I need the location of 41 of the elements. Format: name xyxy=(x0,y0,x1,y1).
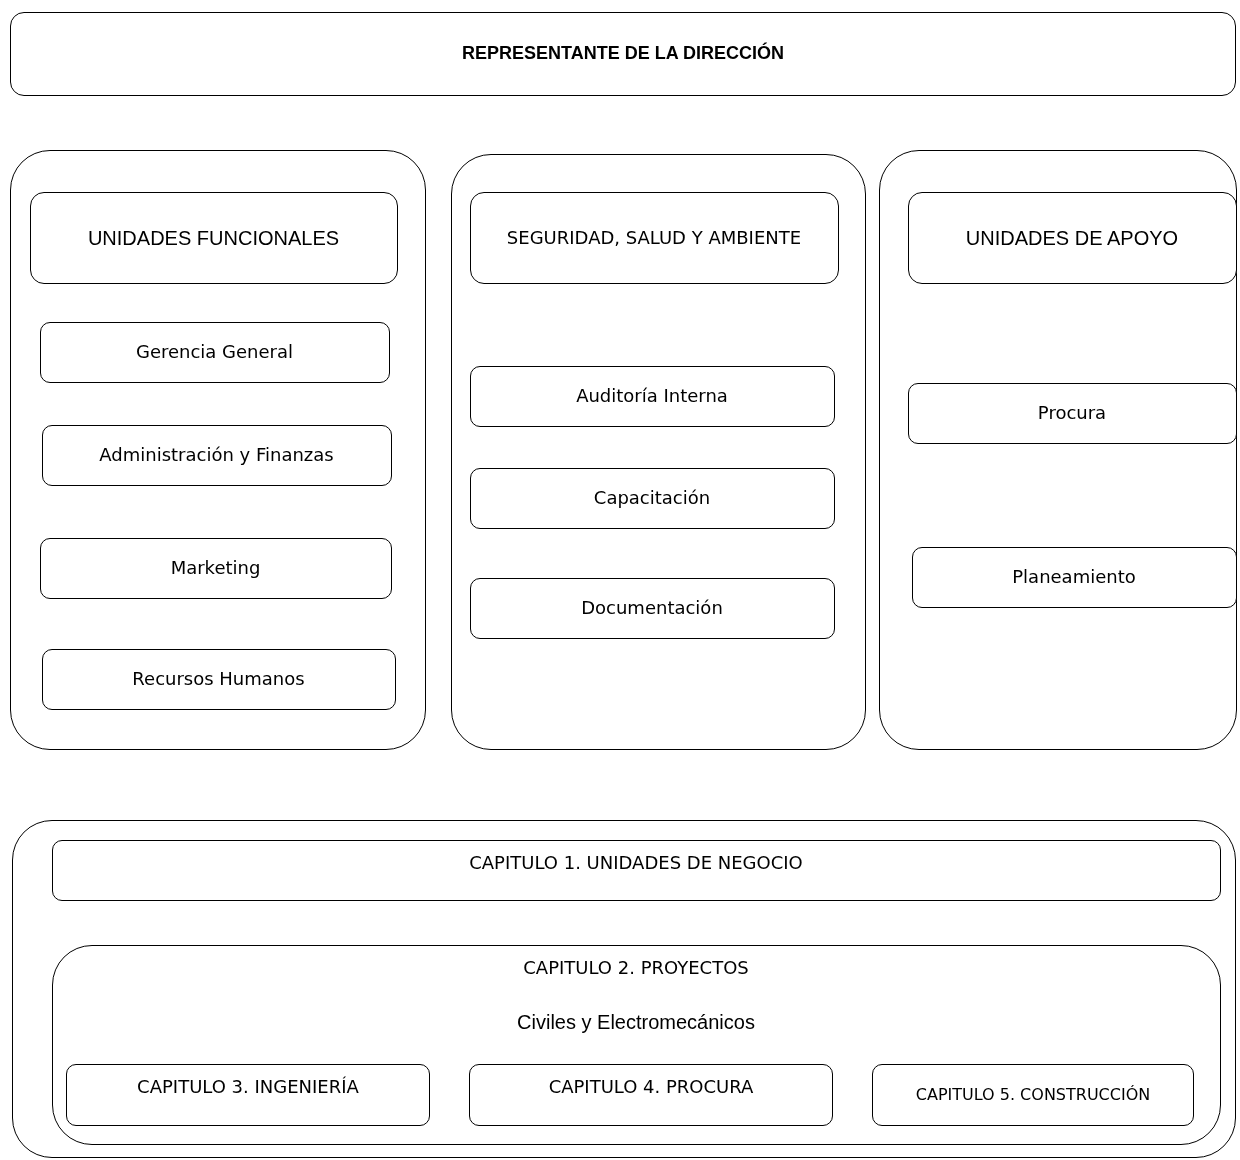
box-label: CAPITULO 3. INGENIERÍA xyxy=(137,1075,359,1099)
unit-box xyxy=(66,1064,430,1126)
group-panel xyxy=(879,150,1237,750)
box-label: CAPITULO 5. CONSTRUCCIÓN xyxy=(915,1084,1151,1106)
box-label: Auditoría Interna xyxy=(576,384,728,408)
group-panel xyxy=(10,150,426,750)
unit-box xyxy=(907,191,1237,284)
box-label: Planeamiento xyxy=(1012,565,1136,589)
box-label: Marketing xyxy=(170,556,261,580)
box-label: Documentación xyxy=(581,596,723,620)
unit-box xyxy=(469,191,839,284)
unit-box xyxy=(10,12,1236,96)
group-panel xyxy=(12,820,1236,1158)
unit-box xyxy=(51,839,1221,901)
box-label: SEGURIDAD, SALUD Y AMBIENTE xyxy=(506,225,802,250)
unit-box xyxy=(872,1064,1194,1126)
unit-box xyxy=(469,577,835,639)
group-box xyxy=(51,944,1221,1145)
unit-box xyxy=(29,191,398,284)
box-label: Administración y Finanzas xyxy=(99,443,334,467)
box-label: Gerencia General xyxy=(135,340,294,364)
box-label: REPRESENTANTE DE LA DIRECCIÓN xyxy=(462,42,784,66)
unit-box xyxy=(41,424,392,486)
box-label: CAPITULO 2. PROYECTOS xyxy=(523,955,749,979)
box-label: Capacitación xyxy=(593,486,711,510)
unit-box xyxy=(39,537,392,599)
box-label: Procura xyxy=(1037,401,1107,425)
box-subtitle: Civiles y Electromecánicos xyxy=(517,1009,755,1035)
unit-box xyxy=(41,648,396,710)
box-label: CAPITULO 4. PROCURA xyxy=(548,1075,754,1099)
box-label: CAPITULO 1. UNIDADES DE NEGOCIO xyxy=(469,850,803,874)
unit-box xyxy=(907,382,1237,444)
box-label: UNIDADES FUNCIONALES xyxy=(87,225,340,251)
group-panel xyxy=(451,154,866,750)
unit-box xyxy=(911,546,1237,608)
box-label: UNIDADES DE APOYO xyxy=(965,225,1179,251)
unit-box xyxy=(469,365,835,427)
unit-box xyxy=(469,467,835,529)
unit-box xyxy=(469,1064,833,1126)
unit-box xyxy=(39,321,390,383)
box-label: Recursos Humanos xyxy=(132,667,305,691)
